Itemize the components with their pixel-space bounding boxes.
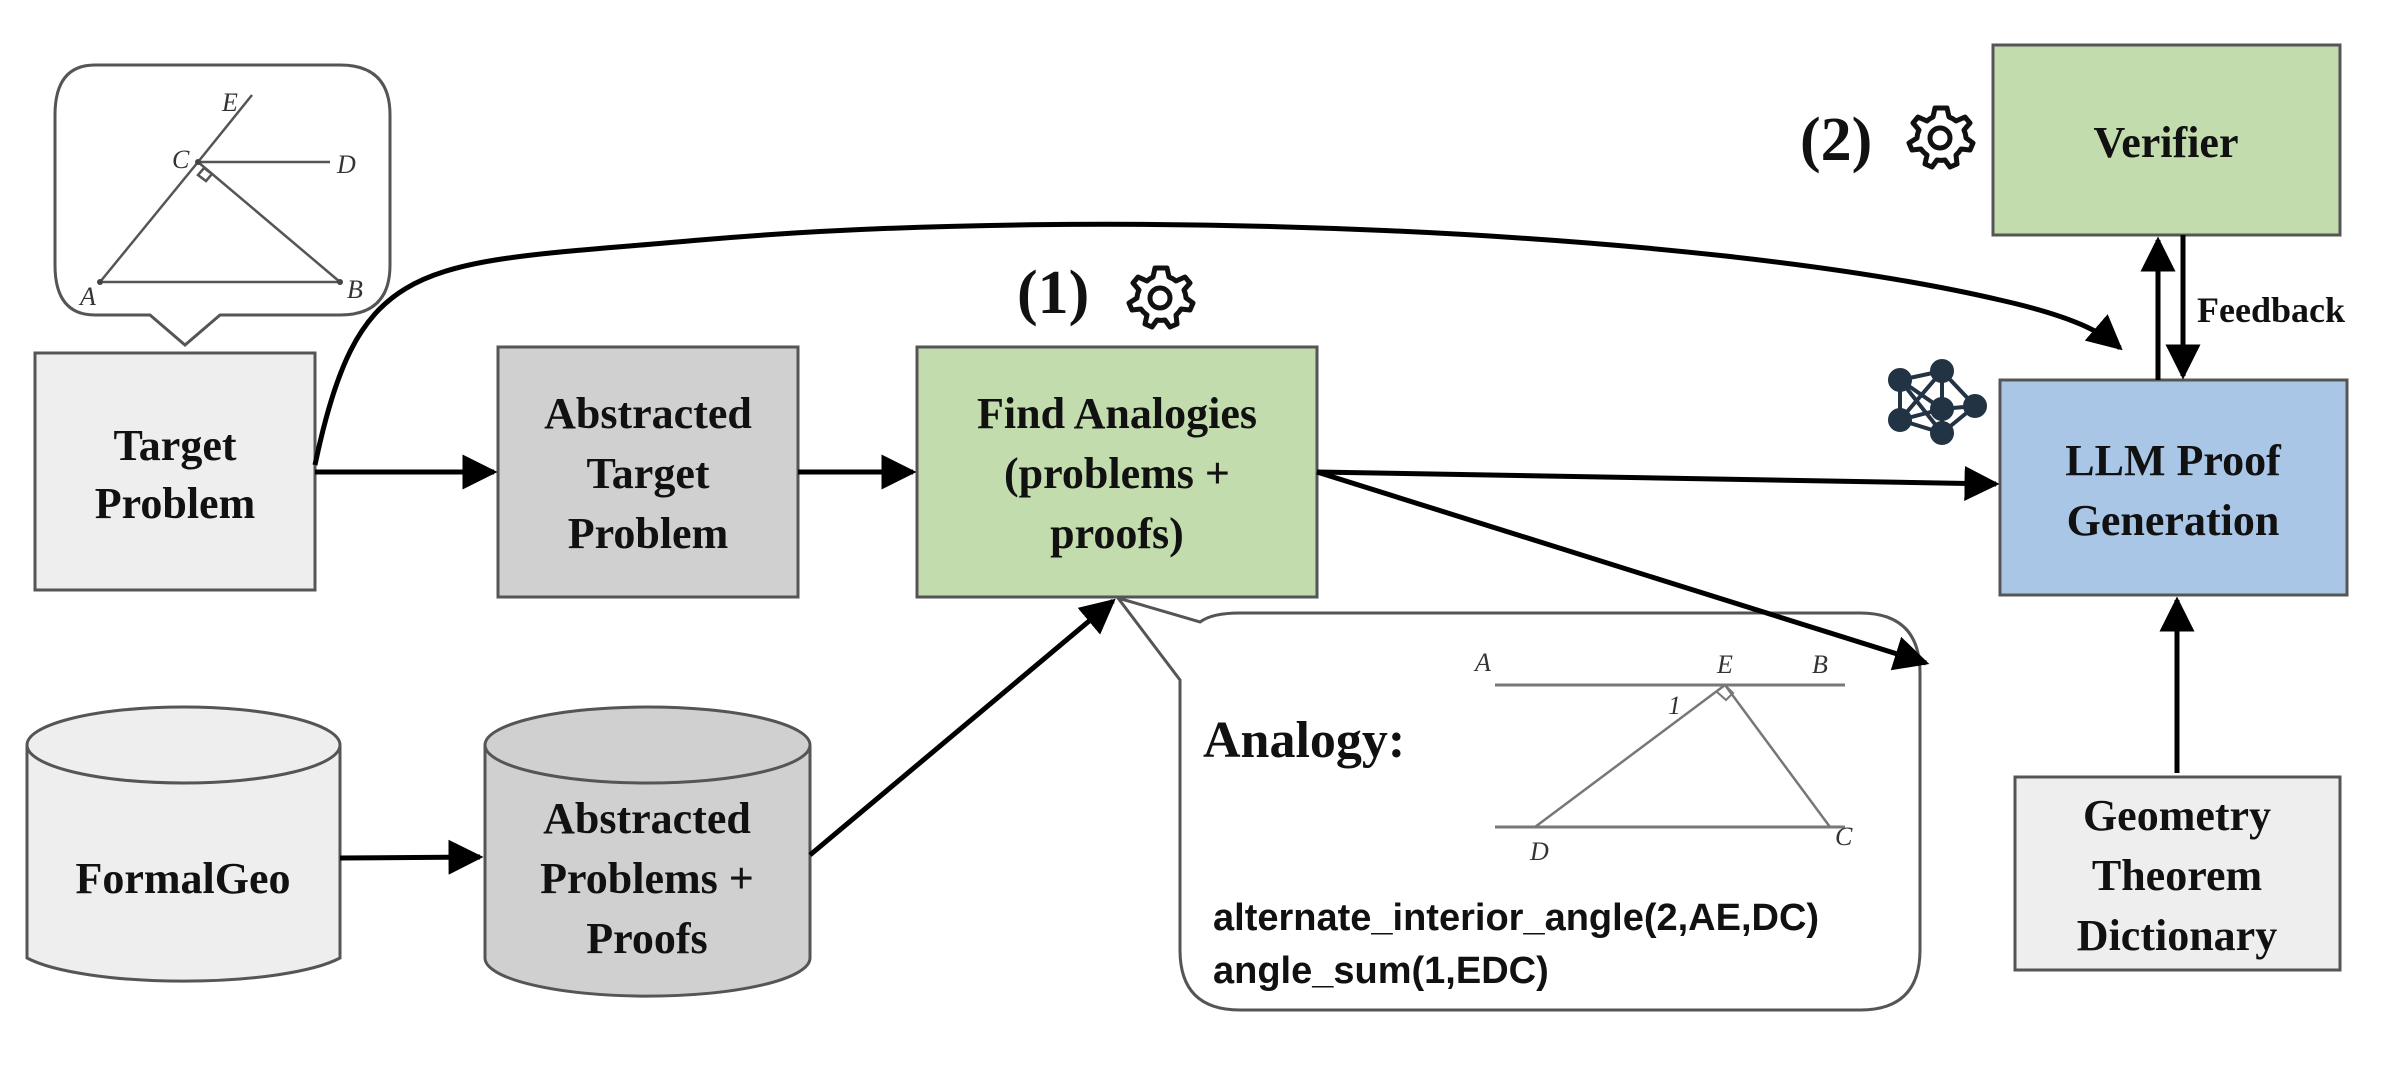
- feedback-label: Feedback: [2197, 290, 2345, 330]
- target-figure-callout: E C D A B: [53, 63, 392, 347]
- abstracted-problems-cylinder: Abstracted Problems + Proofs: [483, 705, 812, 998]
- abstracted-target-label-3: Problem: [568, 509, 729, 558]
- analogy-callout: Analogy: A E B D C 1 alternate_interior_…: [1114, 595, 1922, 1012]
- neural-network-icon: [1888, 359, 1987, 445]
- edge-find-to-dictionary-arrow: [1316, 469, 1930, 671]
- analogy-label-b: B: [1812, 650, 1828, 679]
- formalgeo-cylinder: FormalGeo: [25, 705, 342, 983]
- analogy-geometry-figure: [1495, 683, 1845, 829]
- abstracted-target-label-2: Target: [586, 449, 709, 498]
- find-analogies-label-3: proofs): [1050, 509, 1184, 558]
- analogy-label-c: C: [1835, 822, 1853, 851]
- analogy-label-e: E: [1716, 650, 1733, 679]
- abstracted-target-label-1: Abstracted: [544, 389, 752, 438]
- edge-target-to-llm-curve: [312, 221, 2123, 466]
- analogy-label-a: A: [1473, 648, 1491, 677]
- analogy-title: Analogy:: [1203, 712, 1405, 769]
- gear-icon: [1909, 108, 1973, 167]
- verifier-label: Verifier: [2094, 118, 2239, 167]
- edge-abstracted-to-find-up: [808, 598, 1116, 857]
- geometry-dictionary-label-1: Geometry: [2083, 791, 2271, 840]
- llm-proof-generation-box: LLM Proof Generation: [1998, 378, 2349, 597]
- geometry-dictionary-box: Geometry Theorem Dictionary: [2013, 775, 2342, 972]
- find-analogies-label-2: (problems +: [1004, 449, 1230, 498]
- abstracted-problems-label-3: Proofs: [586, 914, 707, 963]
- target-label-e: E: [221, 88, 238, 117]
- geometry-dictionary-label-2: Theorem: [2092, 851, 2262, 900]
- llm-proof-label-2: Generation: [2067, 496, 2280, 545]
- target-problem-label-1: Target: [113, 421, 236, 470]
- target-geometry-figure: [99, 94, 341, 284]
- target-label-d: D: [336, 150, 356, 179]
- target-label-a: A: [78, 282, 96, 311]
- abstracted-problems-label-2: Problems +: [540, 854, 754, 903]
- target-problem-box: Target Problem: [33, 351, 317, 592]
- geometry-dictionary-label-3: Dictionary: [2077, 911, 2277, 960]
- edge-find-to-llm: [1316, 465, 2000, 501]
- gear-icon: [1129, 268, 1193, 327]
- edges: [312, 221, 2201, 875]
- abstracted-problems-label-1: Abstracted: [543, 794, 751, 843]
- analogy-label-d: D: [1529, 837, 1549, 866]
- target-problem-label-2: Problem: [95, 479, 256, 528]
- step-2-label: (2): [1800, 106, 1872, 174]
- find-analogies-box: Find Analogies (problems + proofs): [915, 345, 1319, 599]
- target-label-c: C: [172, 145, 190, 174]
- analogy-proof-line-2: angle_sum(1,EDC): [1213, 950, 1549, 992]
- target-label-b: B: [347, 275, 363, 304]
- step-1-label: (1): [1017, 259, 1089, 327]
- abstracted-target-box: Abstracted Target Problem: [496, 345, 800, 599]
- analogy-angle-label: 1: [1668, 691, 1681, 720]
- edge-formalgeo-to-abstracted: [339, 839, 484, 875]
- verifier-box: Verifier: [1991, 43, 2342, 237]
- llm-proof-label-1: LLM Proof: [2065, 436, 2282, 485]
- find-analogies-label-1: Find Analogies: [977, 389, 1257, 438]
- analogy-proof-line-1: alternate_interior_angle(2,AE,DC): [1213, 897, 1819, 939]
- formalgeo-label: FormalGeo: [75, 854, 290, 903]
